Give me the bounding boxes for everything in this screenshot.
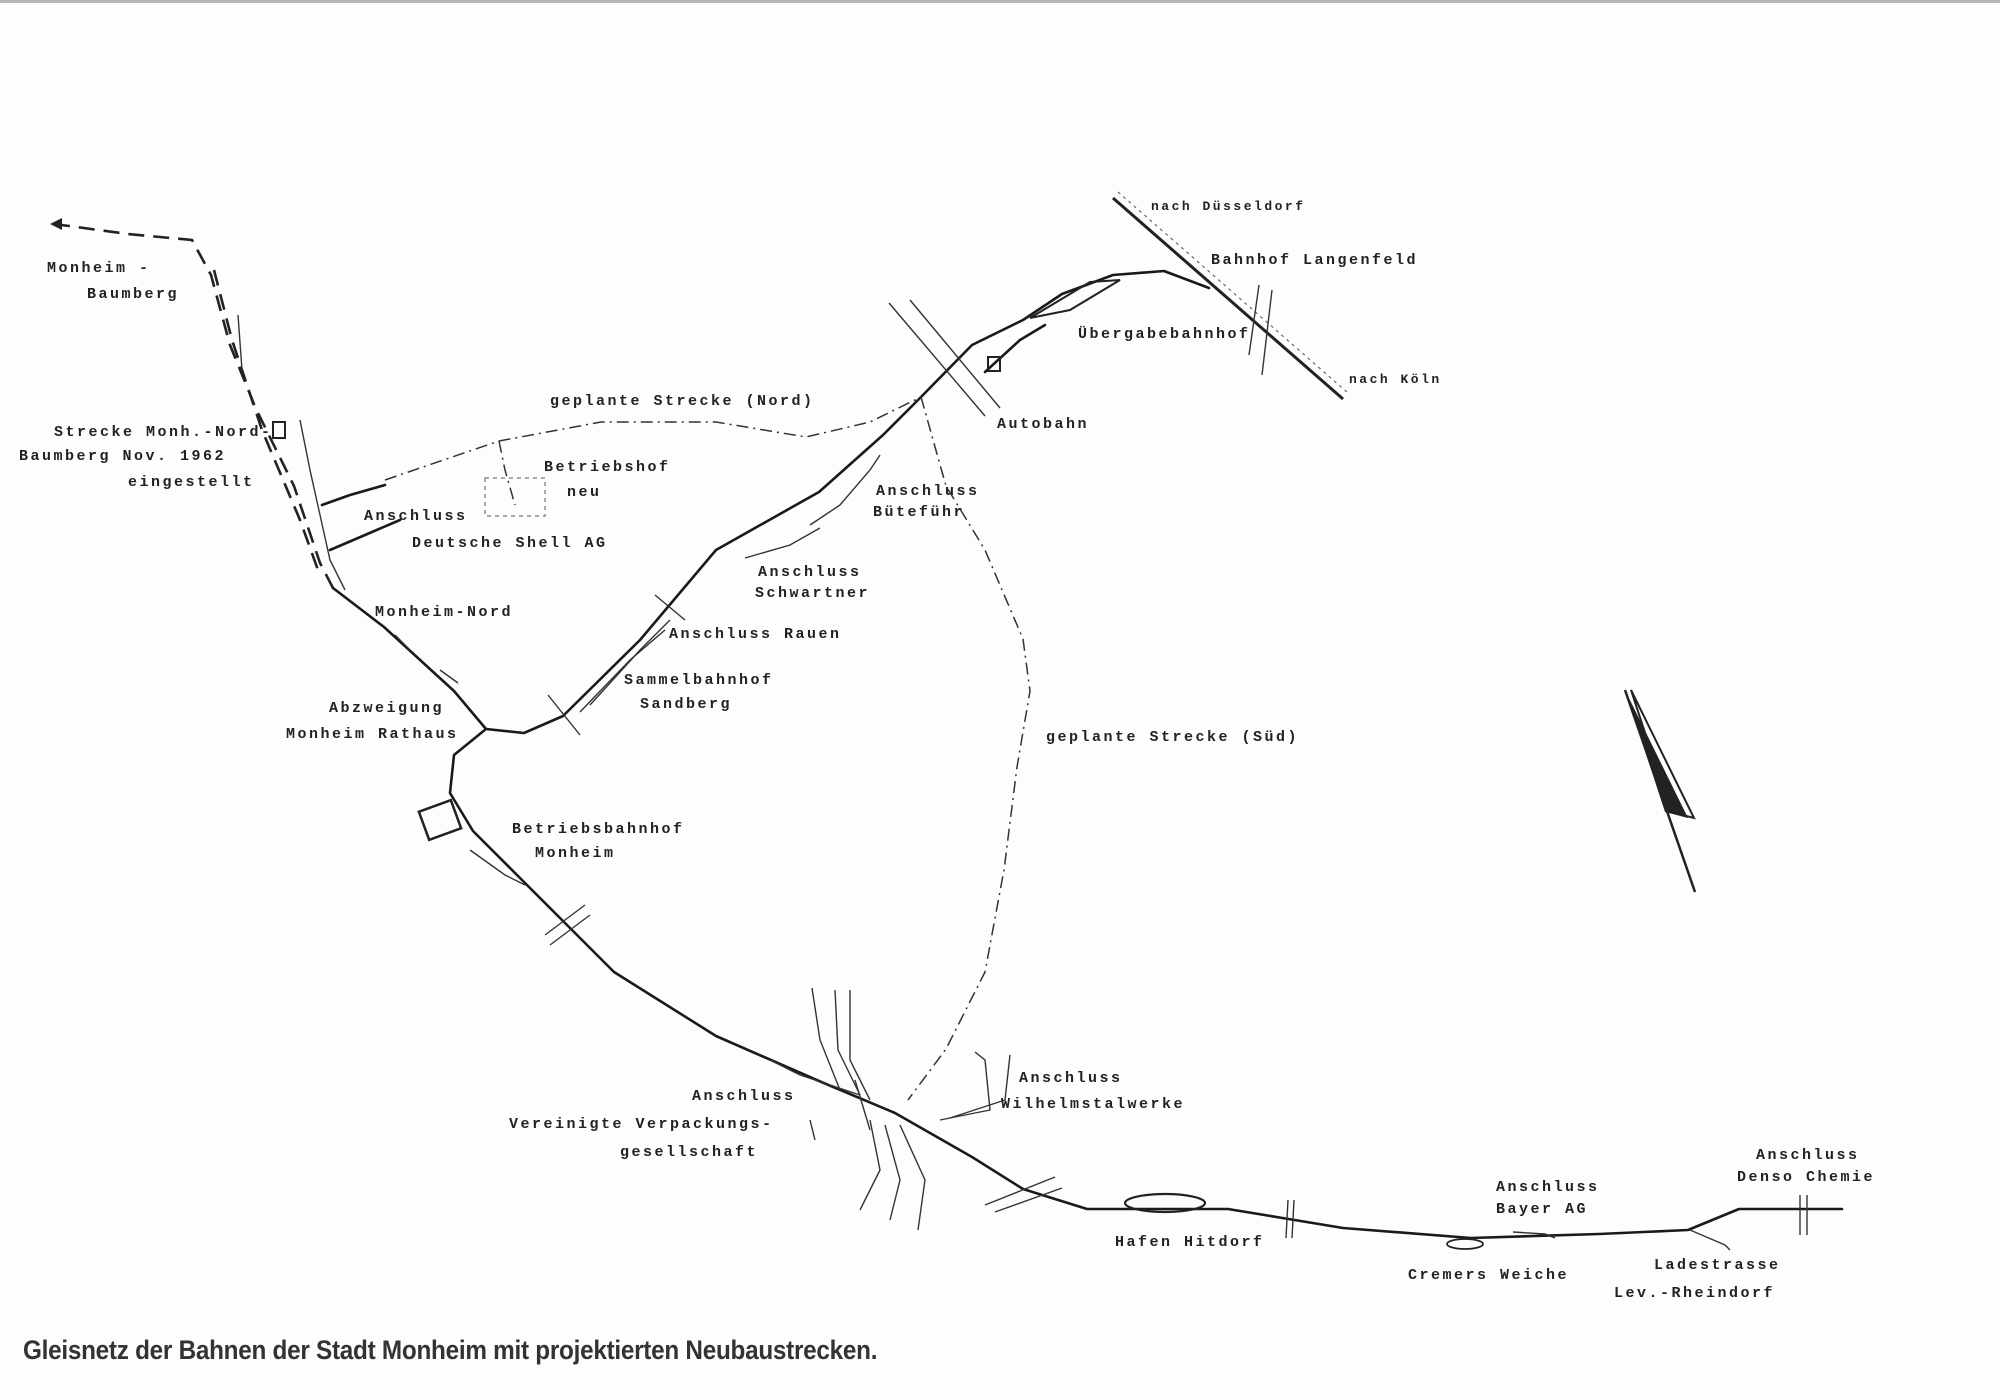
label-autobahn: Autobahn	[997, 416, 1089, 433]
label-bahnhof-langenfeld: Bahnhof Langenfeld	[1211, 252, 1418, 269]
label-anschluss-vvg: Anschluss	[692, 1088, 796, 1105]
bridge-mark	[1248, 284, 1260, 356]
autobahn-line	[888, 302, 986, 417]
label-sammelbahnhof-2: Sandberg	[640, 696, 732, 713]
siding-vvg-n2	[834, 989, 861, 1096]
siding-vvg-n	[811, 987, 841, 1091]
crossing-mark	[439, 669, 459, 684]
label-anschluss-wilhelmstal-2: Wilhelmstalwerke	[1001, 1096, 1185, 1113]
label-ladestrasse-2: Lev.-Rheindorf	[1614, 1285, 1775, 1302]
label-abzweigung: Abzweigung	[329, 700, 444, 717]
crossing-mark	[854, 1079, 871, 1131]
label-nach-koeln: nach Köln	[1349, 372, 1442, 387]
depot-tracks	[469, 849, 526, 886]
label-anschluss-shell: Anschluss	[364, 508, 468, 525]
siding-vvg-n3	[849, 990, 871, 1101]
label-anschluss-bayer: Anschluss	[1496, 1179, 1600, 1196]
label-strecke-eingestellt-2: Baumberg Nov. 1962	[19, 448, 226, 465]
label-anschluss-rauen: Anschluss Rauen	[669, 626, 842, 643]
label-ladestrasse: Ladestrasse	[1654, 1257, 1781, 1274]
label-strecke-eingestellt: Strecke Monh.-Nord-	[54, 424, 273, 441]
scan-edge-line	[0, 0, 2000, 3]
label-anschluss-buetefuehr: Anschluss	[876, 483, 980, 500]
label-anschluss-schwartner-2: Schwartner	[755, 585, 870, 602]
crossing-mark	[544, 904, 586, 936]
main-line-south	[448, 727, 1844, 1240]
sammelbahnhof-tracks-2	[589, 619, 671, 706]
label-geplante-nord: geplante Strecke (Nord)	[550, 393, 815, 410]
closed-line-baumberg-track2	[212, 269, 320, 571]
crossing-mark	[984, 1176, 1056, 1206]
label-betriebsbahnhof: Betriebsbahnhof	[512, 821, 685, 838]
label-cremers-weiche: Cremers Weiche	[1408, 1267, 1569, 1284]
cremers-weiche-loop	[1446, 1238, 1484, 1250]
label-anschluss-vvg-2: Vereinigte Verpackungs-	[509, 1116, 774, 1133]
siding-shell-2	[328, 518, 402, 552]
mainline-langenfeld-track2	[1117, 191, 1349, 394]
uebergabebahnhof-tracks	[1029, 279, 1121, 319]
siding-vvg-s3	[899, 1124, 926, 1231]
km-mark	[237, 314, 243, 371]
siding-schwartner	[744, 527, 821, 559]
siding-shell	[320, 483, 387, 507]
label-monheim-baumberg-2: Baumberg	[87, 286, 179, 303]
label-anschluss-vvg-3: gesellschaft	[620, 1144, 758, 1161]
crossing-mark	[994, 1187, 1063, 1213]
label-geplante-sued: geplante Strecke (Süd)	[1046, 729, 1299, 746]
figure-caption: Gleisnetz der Bahnen der Stadt Monheim m…	[23, 1335, 878, 1365]
crossing-mark	[1285, 1199, 1289, 1239]
label-monheim-baumberg: Monheim -	[47, 260, 151, 277]
label-abzweigung-2: Monheim Rathaus	[286, 726, 459, 743]
label-anschluss-wilhelmstal: Anschluss	[1019, 1070, 1123, 1087]
label-betriebsbahnhof-2: Monheim	[535, 845, 616, 862]
mainline-langenfeld	[1112, 196, 1344, 401]
label-hafen-hitdorf: Hafen Hitdorf	[1115, 1234, 1265, 1251]
siding-vvg-s	[859, 1119, 881, 1211]
siding-vvg-w	[809, 1119, 816, 1141]
north-arrow-icon	[1623, 689, 1697, 893]
label-anschluss-buetefuehr-2: Büteführ	[873, 504, 965, 521]
crossing-mark	[547, 694, 581, 736]
label-nach-duesseldorf: nach Düsseldorf	[1151, 199, 1306, 214]
siding-vvg-s2	[884, 1124, 901, 1221]
planned-betriebshof	[484, 477, 546, 517]
siding-wilhelmstal	[939, 1051, 991, 1121]
station-monheim-nord-tracks	[299, 419, 346, 591]
arrow-end-icon	[50, 218, 62, 230]
crossing-mark	[1291, 1199, 1295, 1239]
label-uebergabebahnhof: Übergabebahnhof	[1078, 326, 1251, 343]
planned-betriebshof-link	[498, 440, 516, 506]
building	[987, 356, 1001, 372]
depot-building	[417, 798, 463, 842]
autobahn-line-2	[909, 299, 1001, 409]
label-anschluss-schwartner: Anschluss	[758, 564, 862, 581]
label-anschluss-shell-2: Deutsche Shell AG	[412, 535, 608, 552]
label-sammelbahnhof: Sammelbahnhof	[624, 672, 774, 689]
label-anschluss-bayer-2: Bayer AG	[1496, 1201, 1588, 1218]
label-anschluss-denso: Anschluss	[1756, 1147, 1860, 1164]
bridge-mark	[1261, 289, 1273, 376]
crossing-mark	[549, 914, 591, 946]
siding-ladestrasse	[1689, 1229, 1731, 1251]
label-betriebshof: Betriebshof	[544, 459, 671, 476]
siding-bayer	[1512, 1231, 1556, 1239]
crossing-mark	[654, 594, 686, 621]
label-strecke-eingestellt-3: eingestellt	[128, 474, 255, 491]
signal-box	[272, 421, 286, 439]
planned-line-south	[907, 396, 1031, 1101]
siding-uebergabe	[983, 323, 1047, 374]
siding-buetefuehr	[809, 454, 881, 526]
siding-wilhelmstal-2	[949, 1054, 1011, 1119]
crossing-mark	[394, 634, 411, 651]
label-anschluss-denso-2: Denso Chemie	[1737, 1169, 1875, 1186]
hafen-hitdorf-loop	[1123, 1192, 1207, 1214]
label-betriebshof-neu: neu	[567, 484, 602, 501]
label-monheim-nord: Monheim-Nord	[375, 604, 513, 621]
closed-line-baumberg	[53, 222, 335, 589]
